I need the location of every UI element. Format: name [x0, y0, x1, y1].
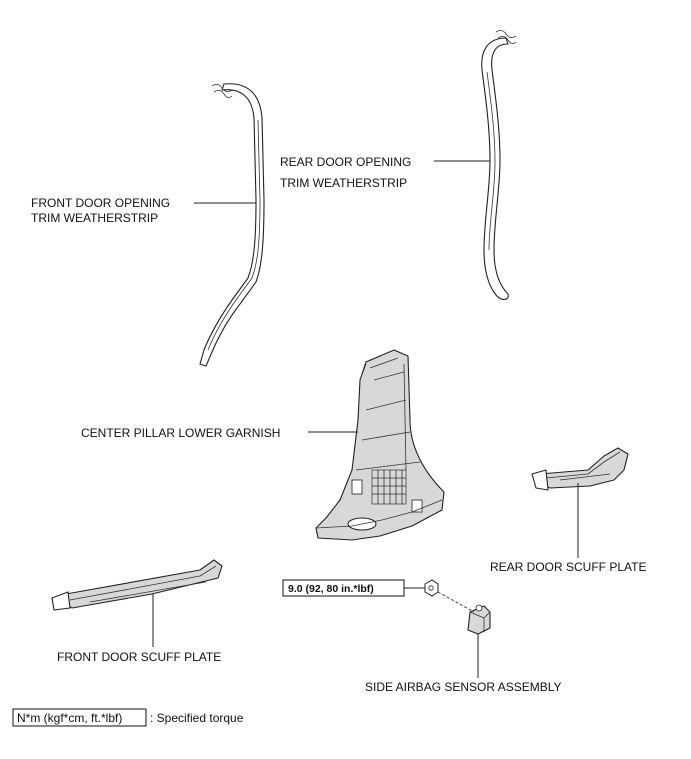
legend-unit-box: [12, 708, 147, 727]
front-weatherstrip-label-line1: FRONT DOOR OPENING: [31, 196, 170, 210]
front-door-opening-trim-weatherstrip: [199, 83, 265, 367]
airbag-sensor-label: SIDE AIRBAG SENSOR ASSEMBLY: [365, 680, 562, 694]
rear-weatherstrip-label-line2: TRIM WEATHERSTRIP: [280, 176, 407, 190]
side-airbag-sensor-assembly: [467, 604, 491, 635]
center-pillar-lower-garnish: [315, 349, 445, 541]
rear-door-opening-trim-weatherstrip: [481, 30, 517, 300]
legend-description: : Specified torque: [150, 711, 244, 725]
front-weatherstrip-label-line2: TRIM WEATHERSTRIP: [31, 211, 158, 225]
rear-scuff-label: REAR DOOR SCUFF PLATE: [490, 560, 646, 574]
legend-unit-text: N*m (kgf*cm, ft.*lbf): [17, 711, 122, 725]
torque-value: 9.0 (92, 80 in.*lbf): [288, 583, 374, 595]
installation-dashed-line: [437, 591, 475, 613]
nut-icon: [424, 579, 439, 597]
rear-door-scuff-plate: [531, 447, 629, 491]
front-scuff-label: FRONT DOOR SCUFF PLATE: [57, 650, 221, 664]
rear-weatherstrip-label-line1: REAR DOOR OPENING: [280, 155, 411, 169]
center-pillar-label: CENTER PILLAR LOWER GARNISH: [81, 426, 280, 440]
front-door-scuff-plate: [51, 559, 223, 611]
torque-box: [282, 579, 405, 597]
